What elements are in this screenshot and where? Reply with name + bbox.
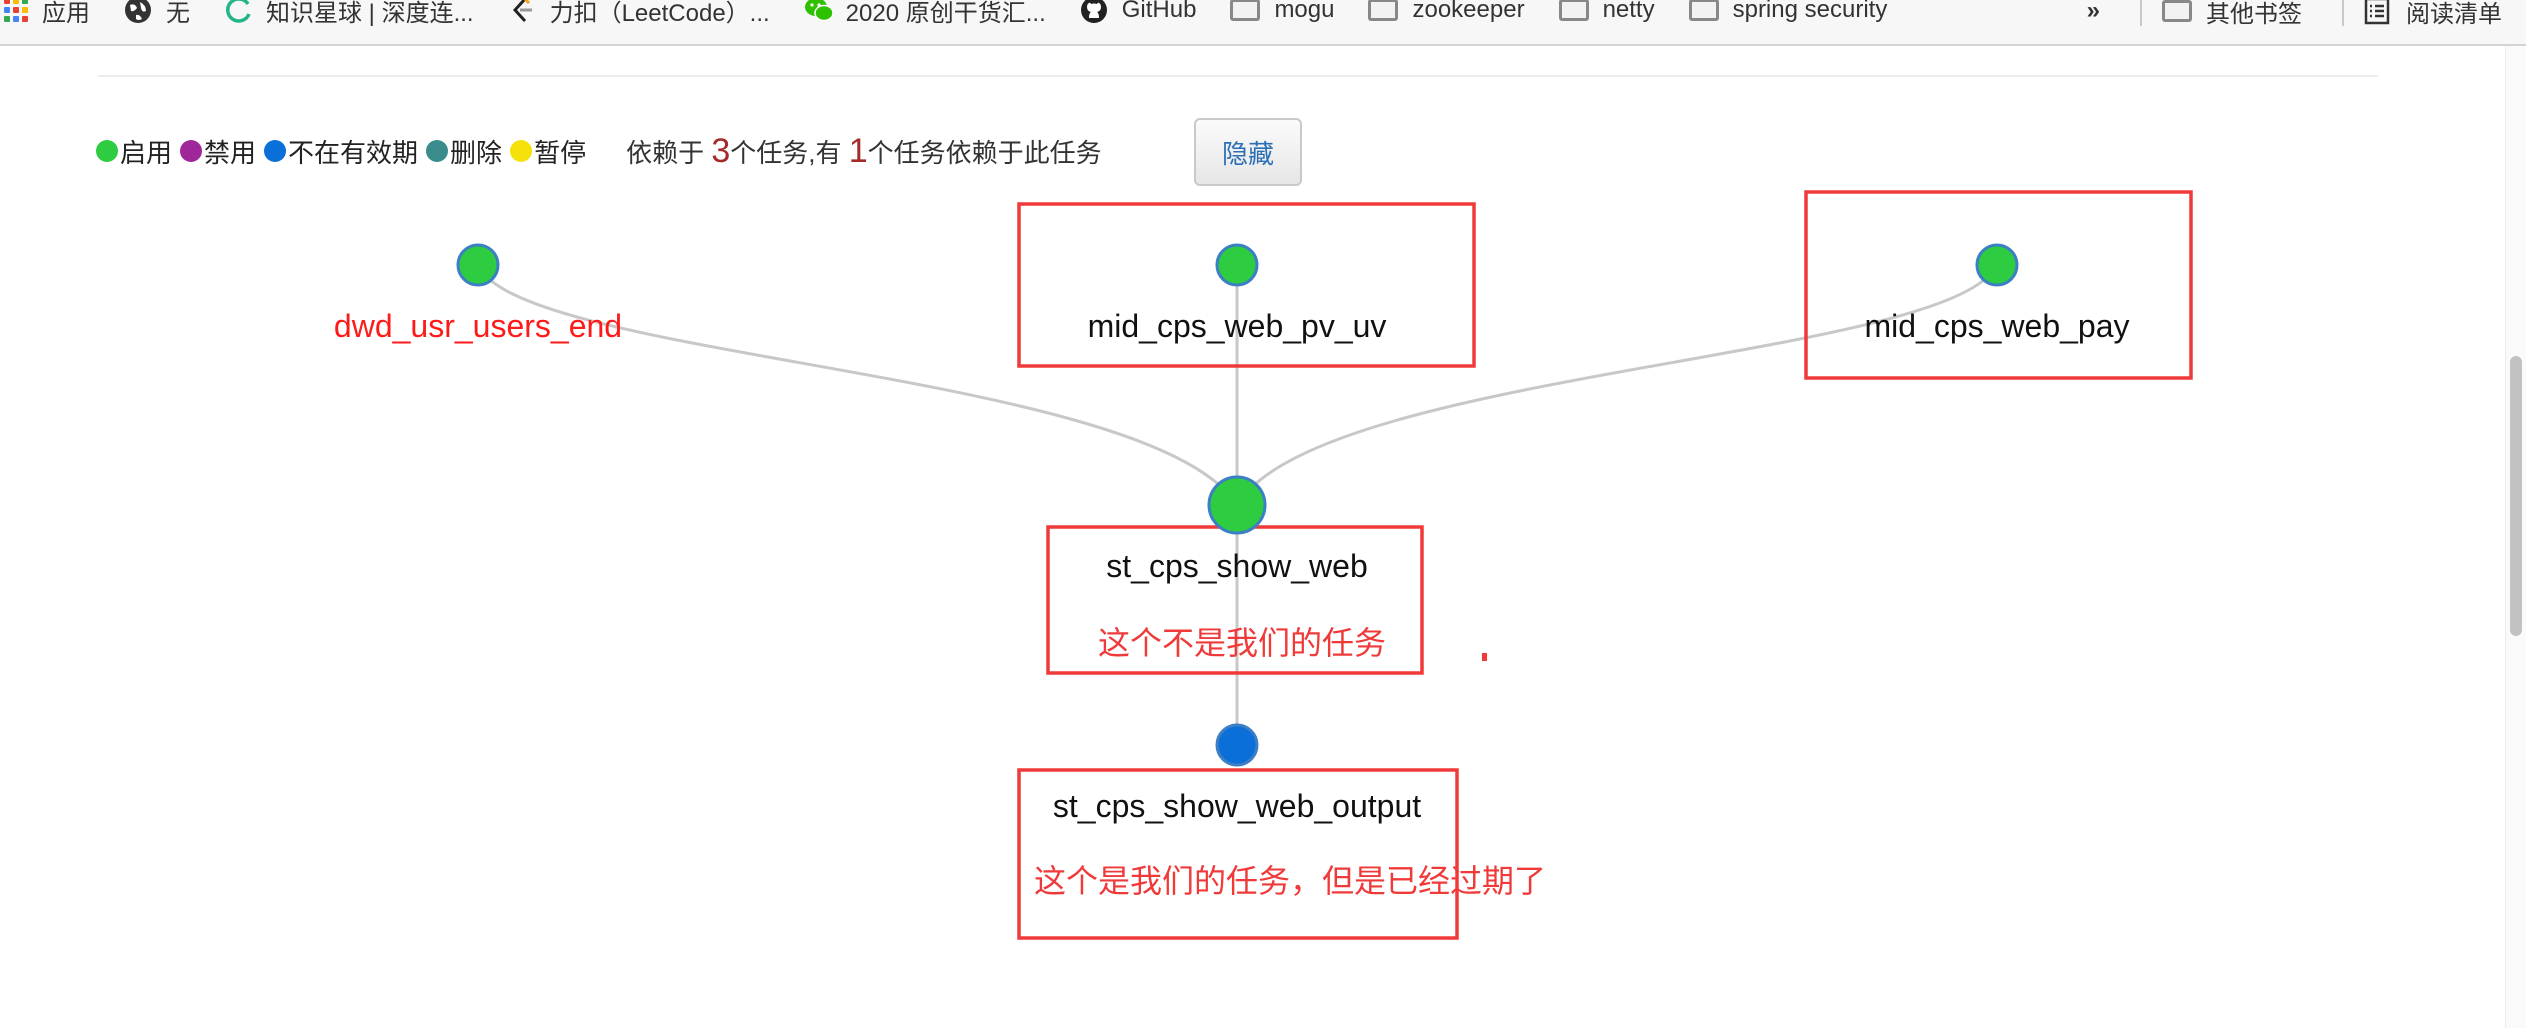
bookmarks-bar: 应用 无 知识星球 | 深度连... 力扣（LeetCode）... 2020 … (0, 0, 2526, 46)
deleted-dot-icon (426, 140, 449, 162)
vertical-scrollbar[interactable] (2505, 46, 2526, 1028)
bookmark-label: 2020 原创干货汇... (845, 0, 1046, 27)
overflow-chevron-icon: » (2086, 0, 2100, 24)
reading-list-label: 阅读清单 (2406, 0, 2502, 28)
other-bookmarks-button[interactable]: 其他书签 (2162, 0, 2302, 34)
legend-item-disabled: 禁用 (180, 133, 256, 170)
folder-icon (1688, 0, 1719, 21)
hide-button[interactable]: 隐藏 (1194, 118, 1302, 186)
dependency-summary: 依赖于 3个任务,有 1个任务依赖于此任务 (626, 131, 1102, 170)
depends-on-count: 3 (711, 131, 731, 170)
expired-dot-icon (264, 140, 287, 162)
github-icon (1080, 0, 1108, 24)
annotation-show: 这个不是我们的任务 (1098, 625, 1386, 661)
other-bookmarks-label: 其他书签 (2206, 0, 2302, 28)
wechat-icon (804, 0, 834, 24)
bookmark-label: zookeeper (1412, 0, 1525, 23)
bookmark-github[interactable]: GitHub (1080, 0, 1197, 33)
node-label-pay[interactable]: mid_cps_web_pay (1864, 308, 2129, 344)
zsxq-icon (224, 0, 252, 24)
node-label-dwd[interactable]: dwd_usr_users_end (334, 308, 622, 344)
highlight-box-pvuv (1017, 202, 1476, 368)
stray-mark (1482, 653, 1487, 661)
disabled-dot-icon (180, 140, 203, 162)
highlight-box-pay (1804, 190, 2193, 380)
bookmark-none[interactable]: 无 (124, 0, 190, 33)
bookmark-label: 应用 (42, 0, 90, 27)
scrollbar-thumb[interactable] (2510, 356, 2522, 636)
legend-item-paused: 暂停 (510, 133, 586, 170)
reading-list-icon (2364, 0, 2392, 25)
node-label-pvuv[interactable]: mid_cps_web_pv_uv (1088, 308, 1387, 344)
section-divider (98, 75, 2378, 77)
paused-dot-icon (510, 140, 533, 162)
bookmark-label: mogu (1274, 0, 1335, 23)
legend-item-expired: 不在有效期 (264, 133, 418, 170)
bookmark-label: 知识星球 | 深度连... (266, 0, 474, 27)
bookmark-folder-zookeeper[interactable]: zookeeper (1368, 0, 1525, 33)
bookmarks-right-group: » 其他书签 阅读清单 (2087, 0, 2526, 44)
bookmark-apps[interactable]: 应用 (4, 0, 90, 33)
folder-icon (2162, 0, 2192, 22)
bookmark-folder-mogu[interactable]: mogu (1230, 0, 1334, 33)
reading-list-button[interactable]: 阅读清单 (2364, 0, 2502, 34)
bookmark-label: 力扣（LeetCode）... (549, 0, 770, 27)
edge-pay-to-show (1235, 264, 1999, 506)
divider (2140, 0, 2142, 26)
legend-item-enabled: 启用 (96, 133, 172, 170)
bookmark-folder-netty[interactable]: netty (1558, 0, 1655, 33)
node-show[interactable] (1207, 475, 1267, 535)
enabled-dot-icon (96, 140, 118, 162)
legend-item-deleted: 删除 (426, 133, 502, 170)
edge-dwd-to-show (476, 264, 1239, 506)
node-pay[interactable] (1975, 243, 2019, 287)
bookmark-leetcode[interactable]: 力扣（LeetCode）... (508, 0, 770, 33)
node-label-show[interactable]: st_cps_show_web (1106, 548, 1367, 584)
bookmark-label: netty (1602, 0, 1655, 23)
node-label-output[interactable]: st_cps_show_web_output (1053, 788, 1421, 824)
bookmark-label: 无 (166, 0, 190, 27)
bookmark-wechat[interactable]: 2020 原创干货汇... (804, 0, 1046, 33)
folder-icon (1368, 0, 1399, 21)
status-legend: 启用 禁用 不在有效期 删除 暂停 依赖于 3个任务,有 1个任务依赖于此任务 (96, 128, 1102, 174)
bookmark-folder-spring-security[interactable]: spring security (1688, 0, 1888, 33)
node-pvuv[interactable] (1215, 243, 1259, 287)
bookmark-label: GitHub (1121, 0, 1197, 23)
globe-icon (124, 0, 152, 24)
leetcode-icon (508, 0, 536, 24)
highlight-box-output (1017, 768, 1459, 940)
bookmark-label: spring security (1732, 0, 1888, 23)
bookmark-overflow-button[interactable]: » (2087, 0, 2100, 34)
folder-icon (1230, 0, 1261, 21)
annotation-output: 这个是我们的任务，但是已经过期了 (1034, 863, 1546, 899)
divider (2342, 0, 2344, 26)
node-output[interactable] (1215, 723, 1259, 767)
depended-by-count: 1 (848, 131, 868, 170)
folder-icon (1558, 0, 1589, 21)
node-dwd[interactable] (456, 243, 500, 287)
apps-icon (4, 0, 28, 22)
bookmark-zsxq[interactable]: 知识星球 | 深度连... (224, 0, 474, 33)
